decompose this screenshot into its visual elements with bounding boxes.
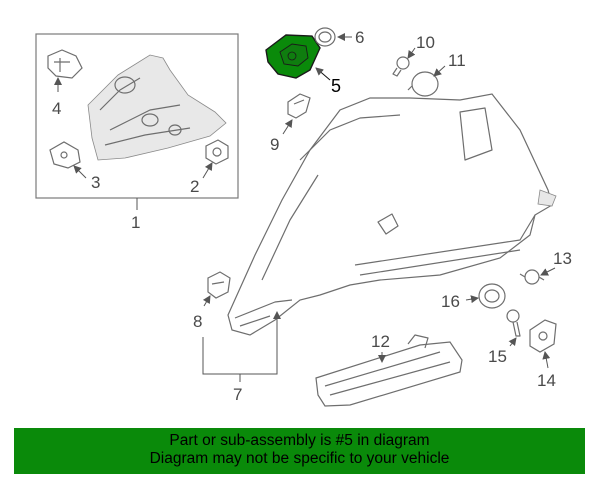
part-12-sill-plate[interactable] bbox=[315, 334, 463, 407]
part-15-bolt[interactable] bbox=[506, 309, 521, 337]
parts-diagram: 4 3 2 1 5 6 10 11 bbox=[35, 27, 572, 407]
callout-11[interactable]: 11 bbox=[448, 51, 466, 70]
callout-1[interactable]: 1 bbox=[131, 213, 140, 232]
banner-line-1: Part or sub-assembly is #5 in diagram bbox=[169, 432, 430, 449]
part-6-cap[interactable] bbox=[314, 27, 336, 47]
callout-3[interactable]: 3 bbox=[91, 173, 100, 192]
callout-15[interactable]: 15 bbox=[488, 347, 507, 366]
part-5-highlighted[interactable] bbox=[265, 34, 321, 79]
callout-13[interactable]: 13 bbox=[553, 249, 572, 268]
part-1-panel[interactable] bbox=[87, 54, 227, 161]
info-banner: Part or sub-assembly is #5 in diagram Di… bbox=[14, 428, 585, 474]
part-9-clip[interactable] bbox=[287, 93, 311, 119]
part-14-bracket[interactable] bbox=[529, 319, 557, 353]
callout-9[interactable]: 9 bbox=[270, 135, 279, 154]
callout-8[interactable]: 8 bbox=[193, 312, 202, 331]
callout-16[interactable]: 16 bbox=[441, 292, 460, 311]
callout-6[interactable]: 6 bbox=[355, 28, 364, 47]
part-10-screw[interactable] bbox=[392, 56, 410, 77]
callout-7[interactable]: 7 bbox=[233, 385, 242, 404]
banner-line-2: Diagram may not be specific to your vehi… bbox=[149, 450, 450, 467]
part-13-clip[interactable] bbox=[519, 269, 545, 285]
callout-12[interactable]: 12 bbox=[371, 332, 390, 351]
part-8-clip[interactable] bbox=[207, 271, 231, 299]
callout-10[interactable]: 10 bbox=[416, 33, 435, 52]
quarter-trim-panel[interactable] bbox=[227, 93, 557, 336]
part-3-bracket[interactable] bbox=[49, 141, 81, 169]
part-11-cap[interactable] bbox=[407, 71, 439, 97]
callout-14[interactable]: 14 bbox=[537, 371, 556, 390]
callout-4[interactable]: 4 bbox=[52, 99, 61, 118]
callout-2[interactable]: 2 bbox=[190, 177, 199, 196]
part-2-clip[interactable] bbox=[205, 139, 229, 165]
callout-5[interactable]: 5 bbox=[331, 76, 341, 96]
part-4-bracket[interactable] bbox=[47, 49, 83, 79]
part-16-grommet[interactable] bbox=[478, 283, 506, 309]
